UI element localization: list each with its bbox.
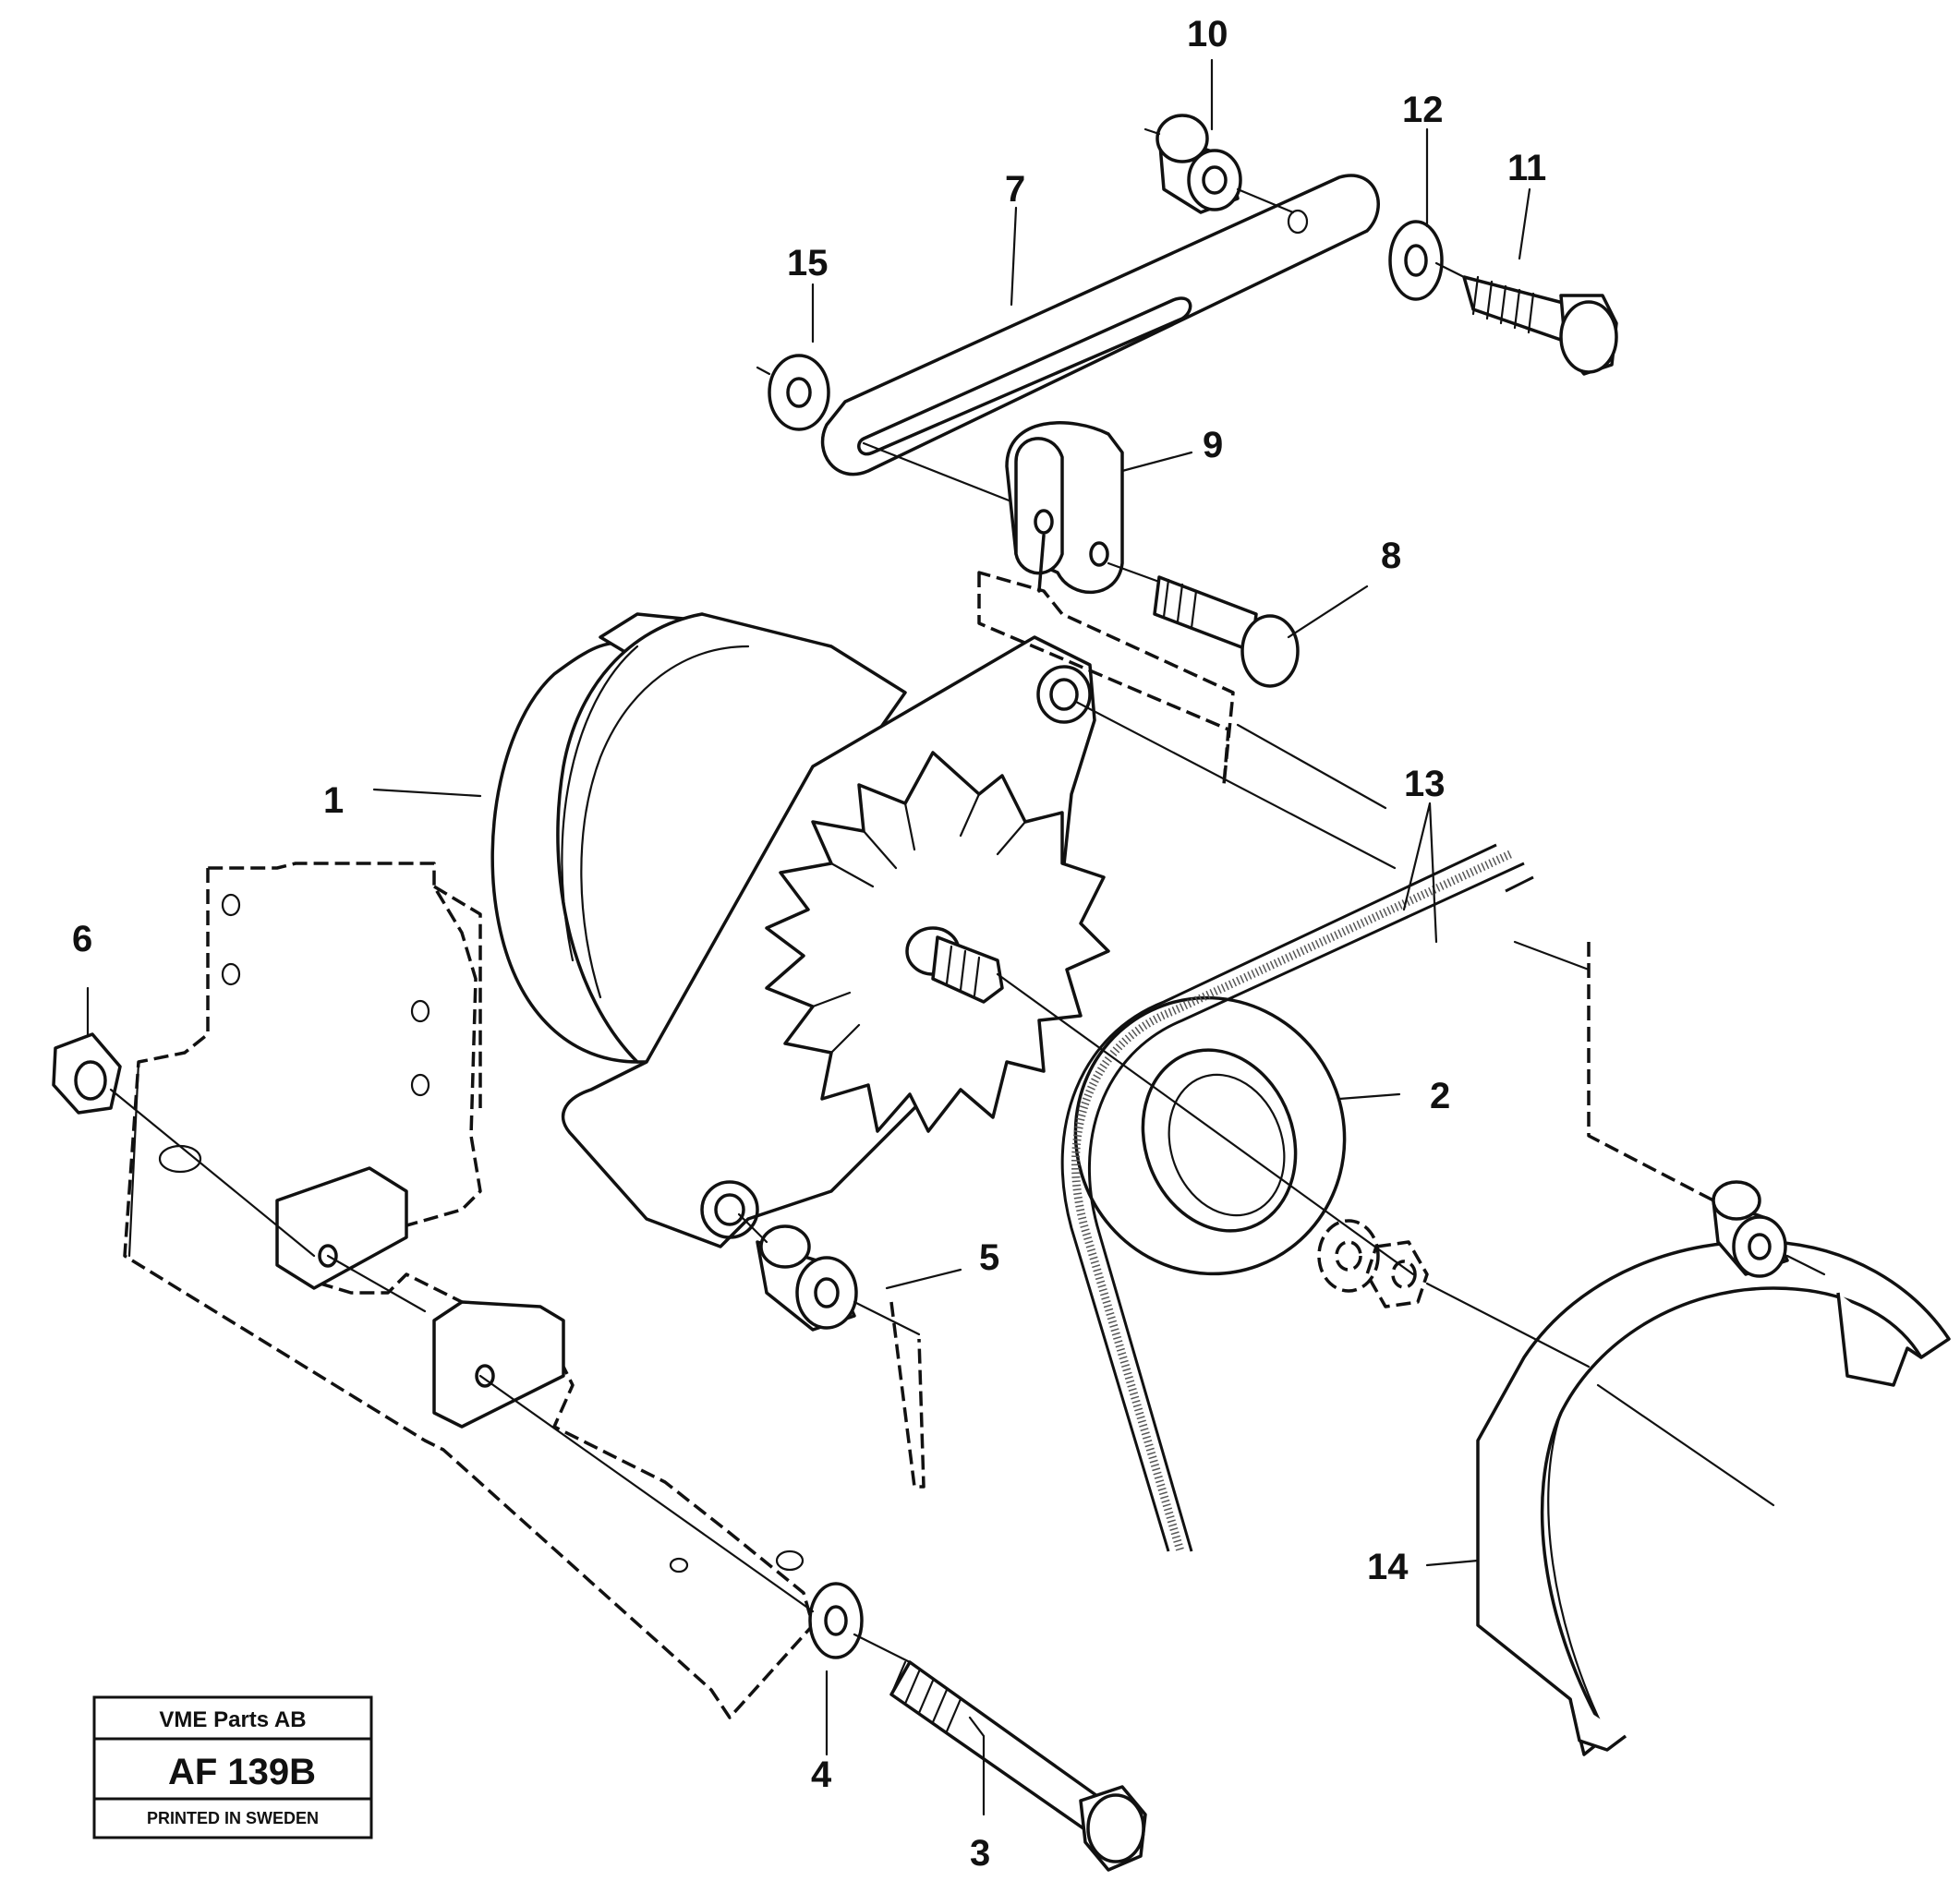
guard-spacer xyxy=(1712,1180,1826,1278)
pulley-washer-nut xyxy=(1317,1219,1429,1308)
washer-4 xyxy=(808,1582,864,1659)
alternator xyxy=(490,612,1110,1248)
v-belt xyxy=(1060,843,1534,1553)
engine-bracket-outline xyxy=(123,862,815,1719)
callout-10: 10 xyxy=(1187,14,1228,54)
stamp-company: VME Parts AB xyxy=(159,1707,306,1732)
tension-bracket xyxy=(1005,421,1124,594)
callout-labels: 1 2 3 4 5 6 7 8 9 10 11 12 13 14 15 xyxy=(72,14,1546,1874)
spacer-5 xyxy=(756,1224,921,1336)
bolt-11 xyxy=(1434,261,1618,376)
callout-4: 4 xyxy=(811,1754,832,1795)
callout-1: 1 xyxy=(323,780,344,821)
callout-5: 5 xyxy=(979,1237,999,1278)
centerlines xyxy=(326,700,1775,1613)
callout-12: 12 xyxy=(1402,90,1444,130)
callout-15: 15 xyxy=(787,243,829,283)
bolt-3 xyxy=(853,1633,1147,1872)
stamp-printed: PRINTED IN SWEDEN xyxy=(147,1809,319,1827)
stamp-code: AF 139B xyxy=(168,1752,316,1792)
callout-9: 9 xyxy=(1203,425,1223,465)
callout-7: 7 xyxy=(1005,169,1025,210)
pulley xyxy=(1073,995,1347,1276)
callout-14: 14 xyxy=(1367,1547,1409,1587)
callout-2: 2 xyxy=(1430,1076,1450,1116)
callout-13: 13 xyxy=(1404,764,1446,804)
spacer-10 xyxy=(1143,114,1295,214)
callout-11: 11 xyxy=(1507,148,1546,188)
leader-lines xyxy=(86,58,1531,1816)
nut-6 xyxy=(52,1032,316,1258)
bolt-8 xyxy=(1107,561,1300,688)
belt-guard xyxy=(1476,1239,1951,1756)
callout-3: 3 xyxy=(970,1833,990,1874)
callout-6: 6 xyxy=(72,919,92,959)
washer-12 xyxy=(1388,220,1444,301)
washer-15 xyxy=(756,354,830,431)
adjusting-bar xyxy=(820,174,1380,505)
callout-8: 8 xyxy=(1381,536,1401,576)
drawing-stamp: VME Parts AB AF 139B PRINTED IN SWEDEN xyxy=(92,1695,373,1839)
